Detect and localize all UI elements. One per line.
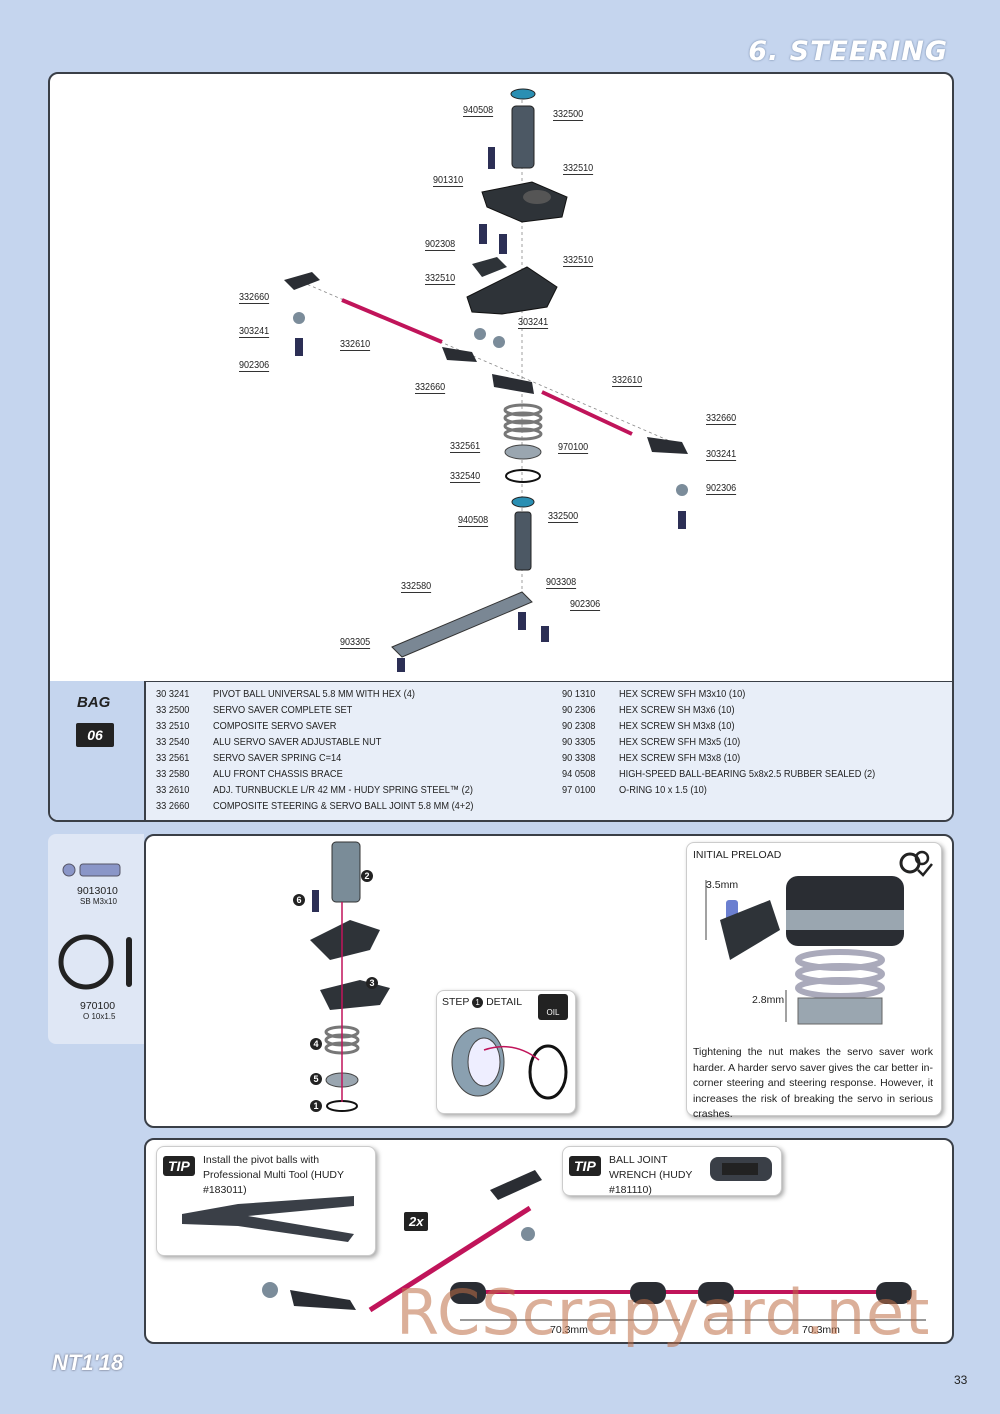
step-detail-number: 1 bbox=[472, 997, 484, 1008]
footer-logo: NT1'18 bbox=[52, 1350, 124, 1375]
page-number: 33 bbox=[954, 1373, 968, 1387]
parts-code: 33 2500 bbox=[156, 704, 190, 716]
step-number-2: 2 bbox=[361, 870, 373, 882]
page-title: 6. STEERING bbox=[748, 36, 948, 67]
step-number-6: 6 bbox=[293, 894, 305, 906]
o-ring-icon bbox=[58, 934, 132, 990]
oil-icon: OIL bbox=[538, 994, 568, 1020]
parts-code: 33 2610 bbox=[156, 784, 190, 796]
parts-code: 33 2510 bbox=[156, 720, 190, 732]
parts-code: 94 0508 bbox=[562, 768, 596, 780]
bag-label: BAG bbox=[77, 694, 111, 711]
parts-code: 33 2540 bbox=[156, 736, 190, 748]
turnbuckle-length: 70.3mm bbox=[802, 1324, 840, 1336]
part-label: 332500 bbox=[548, 510, 579, 523]
parts-description: HEX SCREW SH M3x8 (10) bbox=[619, 720, 735, 732]
parts-description: SERVO SAVER SPRING C=14 bbox=[213, 752, 342, 764]
tip-tag: TIP bbox=[569, 1156, 601, 1176]
part-label: 332510 bbox=[425, 272, 456, 285]
parts-description: ALU SERVO SAVER ADJUSTABLE NUT bbox=[213, 736, 382, 748]
part-label: 332610 bbox=[612, 374, 643, 387]
part-label: 332610 bbox=[340, 338, 371, 351]
preload-text: Tightening the nut makes the servo saver… bbox=[693, 1046, 933, 1120]
parts-description: COMPOSITE SERVO SAVER bbox=[213, 720, 337, 732]
tip-tag: TIP bbox=[163, 1156, 195, 1176]
step-number-5: 5 bbox=[310, 1073, 322, 1085]
exploded-view-panel: 940508 332500 901310 332510 902308 33251… bbox=[48, 72, 954, 822]
part-label: 332510 bbox=[563, 162, 594, 175]
bag-number: 06 bbox=[76, 723, 114, 747]
parts-description: ADJ. TURNBUCKLE L/R 42 MM - HUDY SPRING … bbox=[213, 784, 473, 796]
part-label: 902306 bbox=[239, 359, 270, 372]
parts-description: HEX SCREW SFH M3x5 (10) bbox=[619, 736, 741, 748]
step-number-1: 1 bbox=[310, 1100, 322, 1112]
part-label: 902306 bbox=[706, 482, 737, 495]
screw-icon bbox=[62, 863, 121, 877]
bag-box bbox=[50, 681, 146, 820]
multi-tool-icon bbox=[182, 1196, 354, 1242]
part-label: 903308 bbox=[546, 576, 577, 589]
parts-code: 90 2308 bbox=[562, 720, 596, 732]
turnbuckle-length: 70.3mm bbox=[550, 1324, 588, 1336]
parts-code: 90 3308 bbox=[562, 752, 596, 764]
turnbuckle-drawing bbox=[262, 1170, 926, 1321]
parts-description: HEX SCREW SFH M3x8 (10) bbox=[619, 752, 741, 764]
part-label: 940508 bbox=[458, 514, 489, 527]
parts-code: 90 1310 bbox=[562, 688, 596, 700]
parts-description: O-RING 10 x 1.5 (10) bbox=[619, 784, 707, 796]
part-label: 332540 bbox=[450, 470, 481, 483]
parts-description: ALU FRONT CHASSIS BRACE bbox=[213, 768, 343, 780]
wrench-icon bbox=[710, 1157, 772, 1181]
preload-title: INITIAL PRELOAD bbox=[693, 849, 782, 861]
part-label: 940508 bbox=[463, 104, 494, 117]
hardware-code: 9013010 bbox=[77, 885, 118, 897]
preload-dim-bottom: 2.8mm bbox=[752, 994, 785, 1006]
exploded-view-drawing bbox=[284, 88, 688, 672]
parts-code: 90 3305 bbox=[562, 736, 596, 748]
parts-description: PIVOT BALL UNIVERSAL 5.8 MM WITH HEX (4) bbox=[213, 688, 415, 700]
preload-drawing bbox=[705, 876, 904, 1025]
parts-description: HIGH-SPEED BALL-BEARING 5x8x2.5 RUBBER S… bbox=[619, 768, 876, 780]
part-label: 902306 bbox=[570, 598, 601, 611]
parts-description: HEX SCREW SH M3x6 (10) bbox=[619, 704, 735, 716]
hardware-sub: O 10x1.5 bbox=[83, 1012, 116, 1021]
parts-code: 33 2561 bbox=[156, 752, 190, 764]
part-label: 332660 bbox=[706, 412, 737, 425]
parts-description: SERVO SAVER COMPLETE SET bbox=[213, 704, 353, 716]
step-detail-title: STEP 1 DETAIL bbox=[442, 996, 523, 1008]
parts-code: 30 3241 bbox=[156, 688, 190, 700]
part-label: 332660 bbox=[415, 381, 446, 394]
part-label: 332561 bbox=[450, 440, 481, 453]
part-label: 332660 bbox=[239, 291, 270, 304]
part-label: 332580 bbox=[401, 580, 432, 593]
parts-code: 33 2660 bbox=[156, 800, 190, 812]
step-detail-drawing bbox=[451, 1027, 568, 1100]
parts-description: COMPOSITE STEERING & SERVO BALL JOINT 5.… bbox=[213, 800, 474, 812]
preload-dim-top: 3.5mm bbox=[706, 879, 739, 891]
tip-text: Install the pivot balls with Professiona… bbox=[203, 1154, 344, 1196]
parts-code: 97 0100 bbox=[562, 784, 596, 796]
assembly-drawing bbox=[310, 841, 390, 1112]
hardware-sub: SB M3x10 bbox=[80, 897, 117, 906]
part-label: 303241 bbox=[239, 325, 270, 338]
part-label: 903305 bbox=[340, 636, 371, 649]
parts-list-strip bbox=[50, 681, 952, 820]
hardware-code: 970100 bbox=[80, 1000, 116, 1012]
part-label: 332500 bbox=[553, 108, 584, 121]
parts-code: 90 2306 bbox=[562, 704, 596, 716]
part-label: 303241 bbox=[518, 316, 549, 329]
part-label: 332510 bbox=[563, 254, 594, 267]
part-label: 901310 bbox=[433, 174, 464, 187]
quantity-badge: 2x bbox=[404, 1212, 429, 1231]
parts-description: HEX SCREW SFH M3x10 (10) bbox=[619, 688, 746, 700]
part-label: 902308 bbox=[425, 238, 456, 251]
step-number-4: 4 bbox=[310, 1038, 322, 1050]
watermark: RCScrapyard.net bbox=[396, 1276, 931, 1349]
part-label: 303241 bbox=[706, 448, 737, 461]
parts-code: 33 2580 bbox=[156, 768, 190, 780]
tip-text: BALL JOINT WRENCH (HUDY #181110) bbox=[609, 1154, 693, 1196]
part-label: 970100 bbox=[558, 441, 589, 454]
settings-check-icon bbox=[899, 850, 933, 877]
step-number-3: 3 bbox=[366, 977, 378, 989]
